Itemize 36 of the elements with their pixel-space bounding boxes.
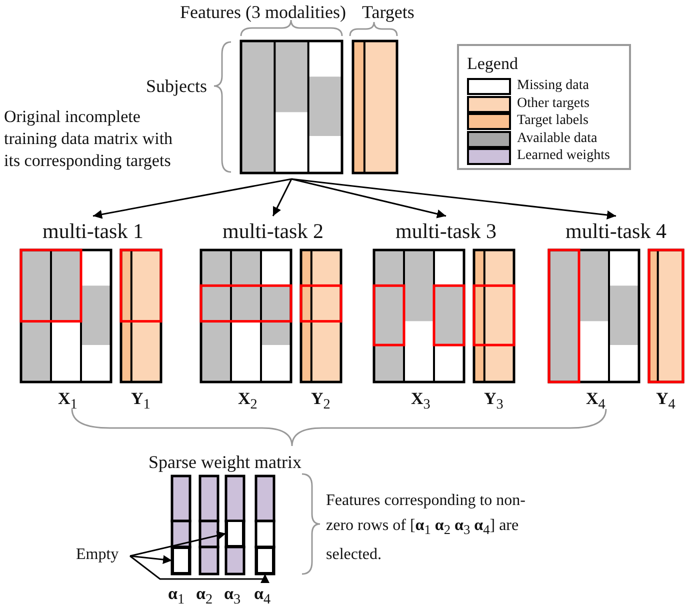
legend-label: Missing data xyxy=(517,77,589,95)
matrix-title: Sparse weight matrix xyxy=(148,452,302,472)
arrow xyxy=(130,531,226,557)
matrix-label: Y$_{1}$ xyxy=(131,389,150,414)
callout-text: Empty xyxy=(76,545,119,565)
matrix-label: X$_{3}$ xyxy=(411,389,430,414)
matrix-label: Y$_{4}$ xyxy=(656,389,676,414)
arrow xyxy=(130,555,172,564)
legend-label: Other targets xyxy=(517,94,590,112)
caption-text: Original incomplete training data matrix with its corresponding targets xyxy=(4,106,174,172)
matrix-label: Y$_{2}$ xyxy=(311,389,330,414)
column-label: α$_{2}$ xyxy=(196,584,213,607)
arrow xyxy=(291,178,446,218)
column-label: α$_{1}$ xyxy=(168,584,185,607)
arrow xyxy=(130,555,270,583)
note-text: Features corresponding to non-zero rows of [α$_{1}$ α$_{2}$ α$_{3}$ α$_{4}$] are selected. xyxy=(326,491,527,566)
legend-label: Learned weights xyxy=(517,147,610,165)
panel-title: multi-task 1 xyxy=(42,219,144,243)
arrow xyxy=(92,178,292,219)
legend-title: Legend xyxy=(467,54,518,74)
panel-title: multi-task 3 xyxy=(394,219,498,243)
column-group-label: Targets xyxy=(362,2,414,22)
arrow xyxy=(272,178,292,216)
column-label: α$_{4}$ xyxy=(254,584,271,607)
panel-title: multi-task 4 xyxy=(564,219,668,243)
column-label: α$_{3}$ xyxy=(224,584,241,607)
matrix-label: X$_{4}$ xyxy=(586,389,606,414)
panel-title: multi-task 2 xyxy=(222,219,324,243)
column-group-label: Features (3 modalities) xyxy=(180,2,346,22)
row-group-label: Subjects xyxy=(146,76,207,96)
arrow xyxy=(291,178,616,220)
matrix-label: X$_{1}$ xyxy=(58,389,78,414)
legend-label: Available data xyxy=(517,130,598,148)
matrix-label: Y$_{3}$ xyxy=(484,389,504,414)
legend-label: Target labels xyxy=(517,112,588,130)
matrix-label: X$_{2}$ xyxy=(238,389,258,414)
